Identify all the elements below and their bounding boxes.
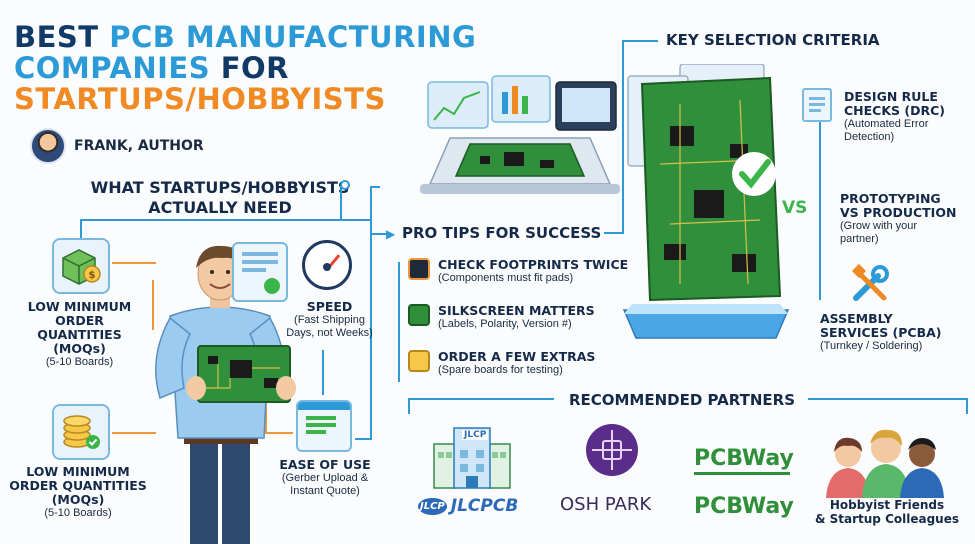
tip-item: ORDER A FEW EXTRAS (Spare boards for tes… (408, 350, 595, 377)
package-coin-icon: $ (52, 238, 110, 294)
boards-stack-icon (408, 350, 430, 372)
pcbway-logo-secondary: PCBWay (694, 494, 794, 519)
package-icon: $ (62, 249, 101, 285)
pcb-platform-illustration (622, 64, 790, 339)
coins-icon (63, 415, 100, 449)
assembly-label: ASSEMBLY SERVICES (PCBA) (Turnkey / Sold… (820, 311, 942, 353)
speed-label: SPEED (Fast Shipping Days, not Weeks) (286, 299, 373, 340)
friends-group-illustration (826, 429, 944, 498)
document-pencil-icon (802, 88, 832, 122)
connector-line (265, 432, 293, 434)
connector-line (340, 186, 342, 219)
connector-line (372, 233, 392, 235)
prototyping-label: PROTOTYPING VS PRODUCTION (Grow with you… (840, 191, 957, 246)
laptop-dashboard-illustration (420, 75, 620, 194)
partners-heading: RECOMMENDED PARTNERS (568, 391, 796, 409)
connector-line (604, 232, 624, 234)
criteria-heading: KEY SELECTION CRITERIA (666, 31, 880, 49)
moq-top-label: LOW MINIMUM ORDER QUANTITIES (MOQs) (5-1… (27, 299, 132, 369)
connector-line (80, 219, 82, 239)
connector-line (408, 398, 410, 414)
svg-text:$: $ (89, 270, 96, 281)
jlcpcb-logo: JLCP JLCPCB (418, 496, 519, 516)
avatar (30, 128, 66, 164)
quote-checklist-icon (232, 242, 288, 302)
connector-dot (340, 180, 350, 190)
upload-checklist-icon (296, 400, 352, 452)
connector-line (808, 398, 968, 400)
person-holding-pcb-illustration (155, 245, 296, 544)
page-title: BEST PCB MANUFACTURING COMPANIES FOR STA… (14, 20, 477, 116)
vs-badge: VS (782, 198, 808, 218)
author-byline: FRANK, AUTHOR (30, 128, 204, 164)
chip-icon (408, 258, 430, 280)
jlcpcb-badge: JLCP (462, 430, 489, 440)
connector-line (622, 40, 658, 42)
connector-line (370, 186, 380, 188)
osh-park-chip-icon (586, 424, 638, 476)
connector-line (398, 262, 400, 382)
moq-bottom-label: LOW MINIMUM ORDER QUANTITIES (MOQs) (5-1… (9, 464, 147, 520)
ease-label: EASE OF USE (Gerber Upload & Instant Quo… (279, 457, 371, 498)
connector-line (966, 398, 968, 414)
silkscreen-icon (408, 304, 430, 326)
connector-line (408, 398, 554, 400)
connector-line (322, 350, 324, 395)
connector-line (355, 438, 372, 440)
connector-line (152, 280, 154, 330)
pcbway-underline (694, 472, 790, 475)
tips-heading: PRO TIPS FOR SUCCESS (402, 224, 602, 242)
coin-stack-icon (52, 404, 110, 460)
osh-park-logo: OSH PARK (560, 494, 652, 515)
arrow-right-icon: ▶ (386, 227, 396, 241)
connector-line (622, 40, 624, 232)
tools-icon (851, 263, 889, 301)
connector-line (112, 432, 156, 434)
tip-item: SILKSCREEN MATTERS (Labels, Polarity, Ve… (408, 304, 595, 331)
connector-line (819, 100, 821, 300)
author-name: FRANK, AUTHOR (74, 138, 204, 154)
drc-label: DESIGN RULE CHECKS (DRC) (Automated Erro… (844, 89, 945, 144)
needs-heading: WHAT STARTUPS/HOBBYISTS ACTUALLY NEED (90, 178, 350, 217)
connector-line (370, 188, 372, 438)
connector-line (112, 262, 156, 264)
pcbway-logo: PCBWay (694, 446, 794, 471)
speedometer-icon (302, 240, 352, 290)
friends-label: Hobbyist Friends & Startup Colleagues (814, 498, 959, 526)
tip-item: CHECK FOOTPRINTS TWICE (Components must … (408, 258, 628, 285)
connector-line (80, 219, 370, 221)
